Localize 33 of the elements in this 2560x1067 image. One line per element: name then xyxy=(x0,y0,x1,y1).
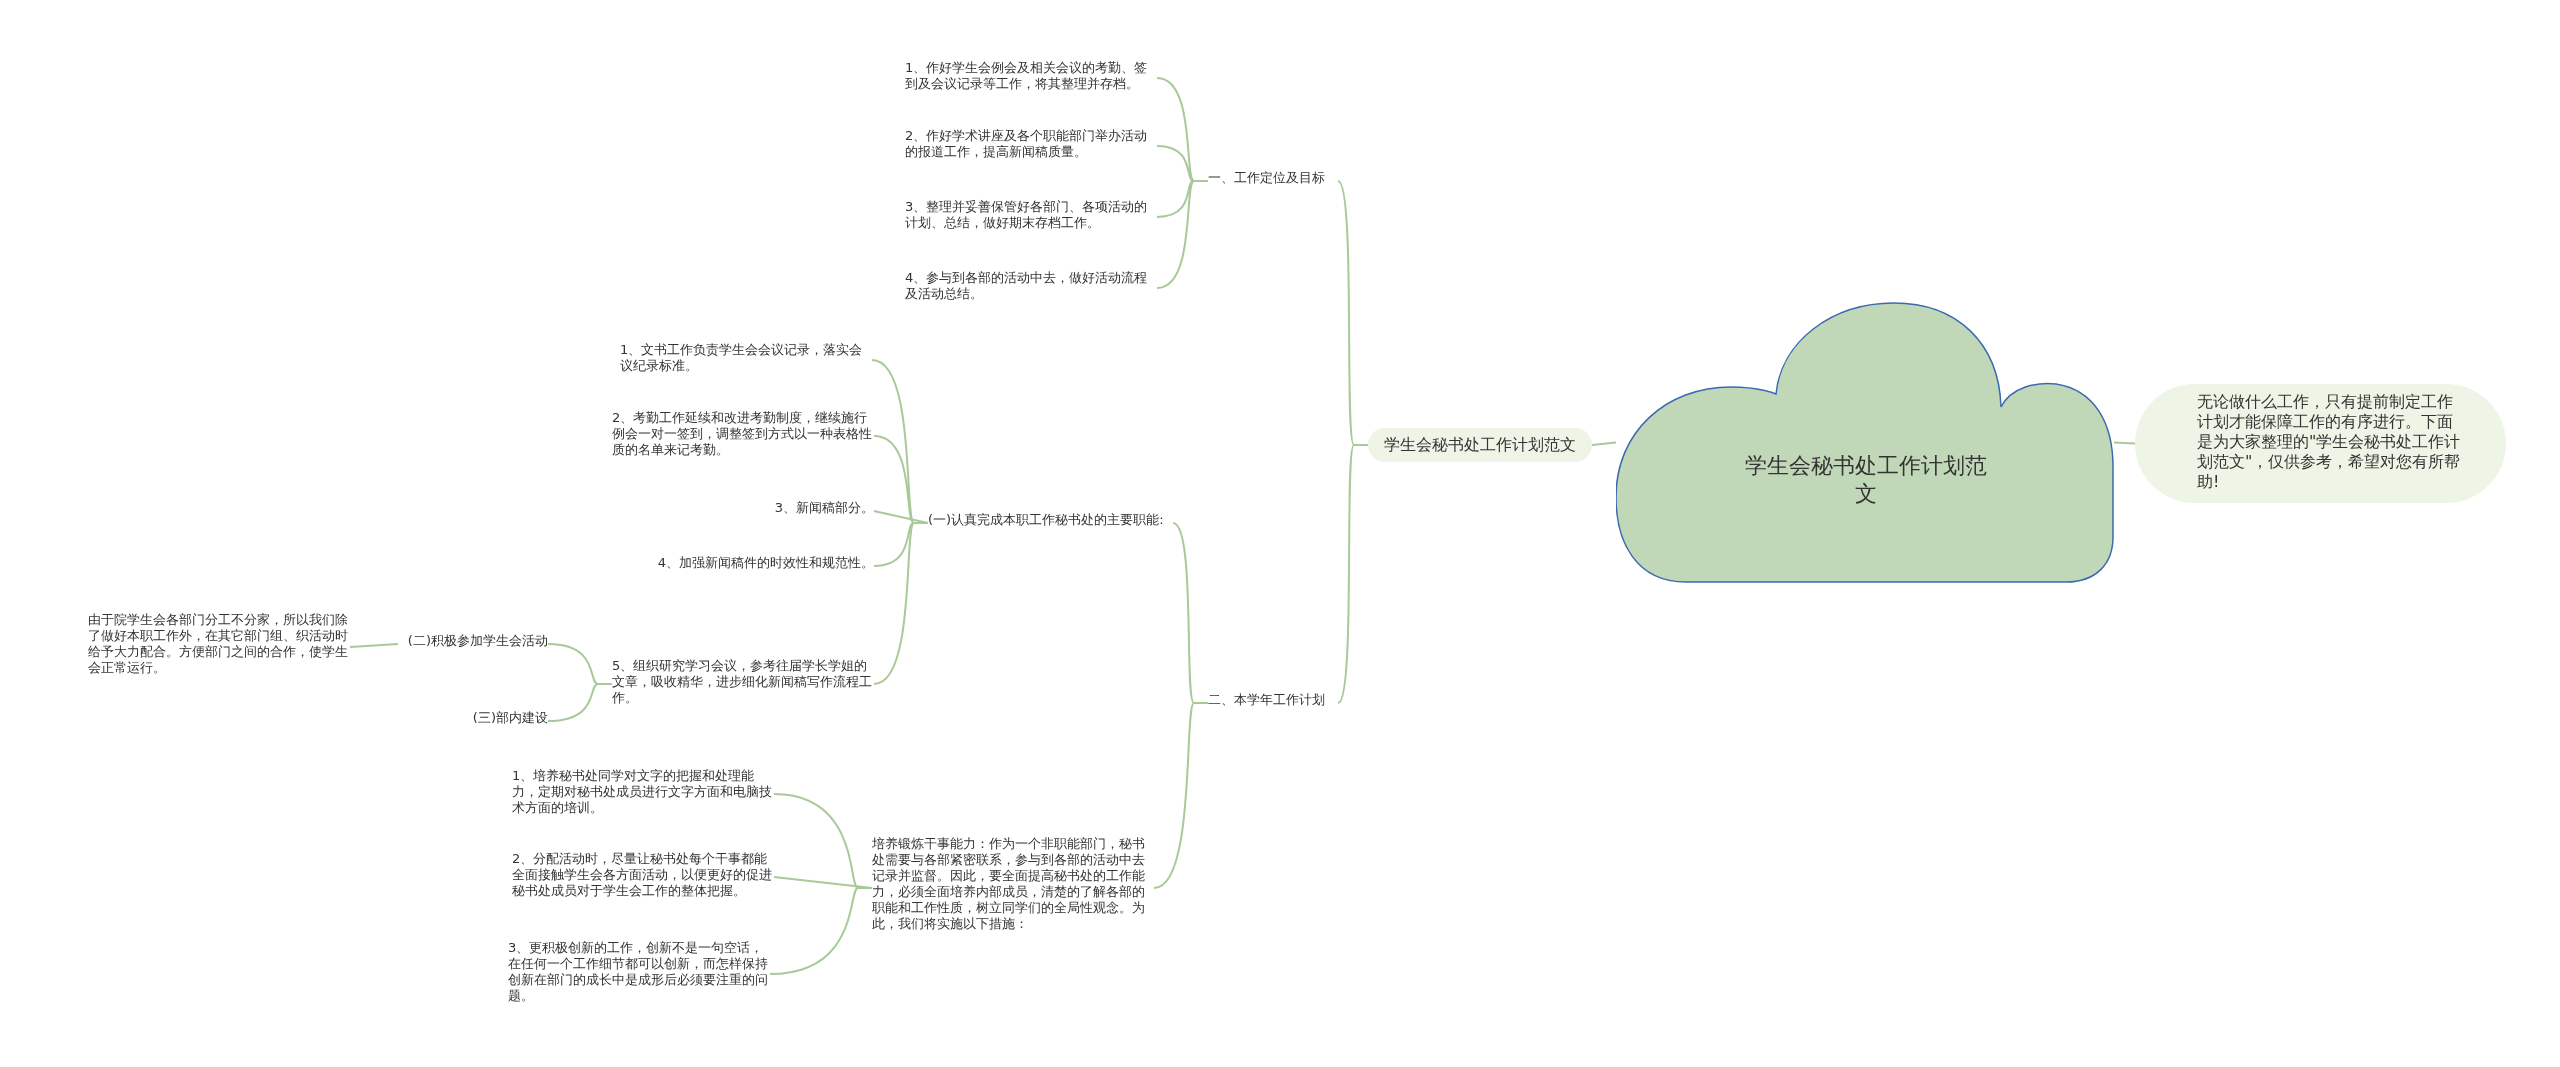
topic-text: 5、组织研究学习会议，参考往届学长学姐的文章，吸收精华，进步细化新闻稿写作流程工作。 xyxy=(612,658,874,710)
topic-pill: 学生会秘书处工作计划范文 xyxy=(1368,428,1592,462)
topic-text: 4、加强新闻稿件的时效性和规范性。 xyxy=(614,555,874,577)
topic-text: 3、整理并妥善保管好各部门、各项活动的计划、总结，做好期末存档工作。 xyxy=(905,199,1157,235)
topic-text: 3、新闻稿部分。 xyxy=(724,500,874,522)
connector-line xyxy=(1153,702,1209,889)
note-bubble: 无论做什么工作，只有提前制定工作计划才能保障工作的有序进行。下面是为大家整理的"学生会秘书处工作计划范文"，仅供参考，希望对您有所帮助! xyxy=(2135,384,2506,503)
connector-line xyxy=(873,510,929,524)
topic-text: 培养锻炼干事能力：作为一个非职能部门，秘书处需要与各部紧密联系，参与到各部的活动中去记录并监督。因此，要全面提高秘书处的工作能力，必须全面培养内部成员，清楚的了解各部的职能和工作性质，树立同学们的全局性观念。为此，我们将实施以下措施： xyxy=(872,836,1154,940)
connector-line xyxy=(873,522,929,685)
topic-title: 学生会秘书处工作计划范文 xyxy=(1744,452,1988,508)
topic-text: 4、参与到各部的活动中去，做好活动流程及活动总结。 xyxy=(905,270,1157,306)
connector-line xyxy=(349,643,399,648)
connector-line xyxy=(1156,180,1209,289)
topic-text: (三)部内建设 xyxy=(428,710,548,732)
topic-text: (一)认真完成本职工作秘书处的主要职能: xyxy=(928,512,1173,534)
topic-text: 1、作好学生会例会及相关会议的考勤、签到及会议记录等工作，将其整理并存档。 xyxy=(905,60,1157,96)
topic-text: 1、文书工作负责学生会会议记录，落实会议纪录标准。 xyxy=(620,342,872,378)
topic-text: 3、更积极创新的工作，创新不是一句空话，在任何一个工作细节都可以创新，而怎样保持创新在部门的成长中是成形后必须要注重的问题。 xyxy=(508,940,770,1008)
connector-line xyxy=(2113,441,2136,445)
connector-line xyxy=(1591,441,1617,446)
connector-line xyxy=(547,683,613,722)
connector-line xyxy=(1337,444,1369,704)
topic-text: 2、分配活动时，尽量让秘书处每个干事都能全面接触学生会各方面活动，以便更好的促进秘书处成员对于学生会工作的整体把握。 xyxy=(512,851,774,903)
topic-text: 1、培养秘书处同学对文字的把握和处理能力，定期对秘书处成员进行文字方面和电脑技术方面的培训。 xyxy=(512,768,774,820)
topic-text: 2、作好学术讲座及各个职能部门举办活动的报道工作，提高新闻稿质量。 xyxy=(905,128,1157,164)
topic-text: (二)积极参加学生会活动 xyxy=(398,633,548,655)
topic-text: 由于院学生会各部门分工不分家，所以我们除了做好本职工作外，在其它部门组、织活动时给予大力配合。方便部门之间的合作，使学生会正常运行。 xyxy=(88,612,350,682)
topic-text: 二、本学年工作计划 xyxy=(1208,692,1338,714)
cloud-shape xyxy=(1616,302,2114,583)
topic-text: 一、工作定位及目标 xyxy=(1208,170,1338,192)
topic-text: 2、考勤工作延续和改进考勤制度，继续施行例会一对一签到，调整签到方式以一种表格性质的名单来记考勤。 xyxy=(612,410,874,462)
connector-line xyxy=(769,887,873,975)
